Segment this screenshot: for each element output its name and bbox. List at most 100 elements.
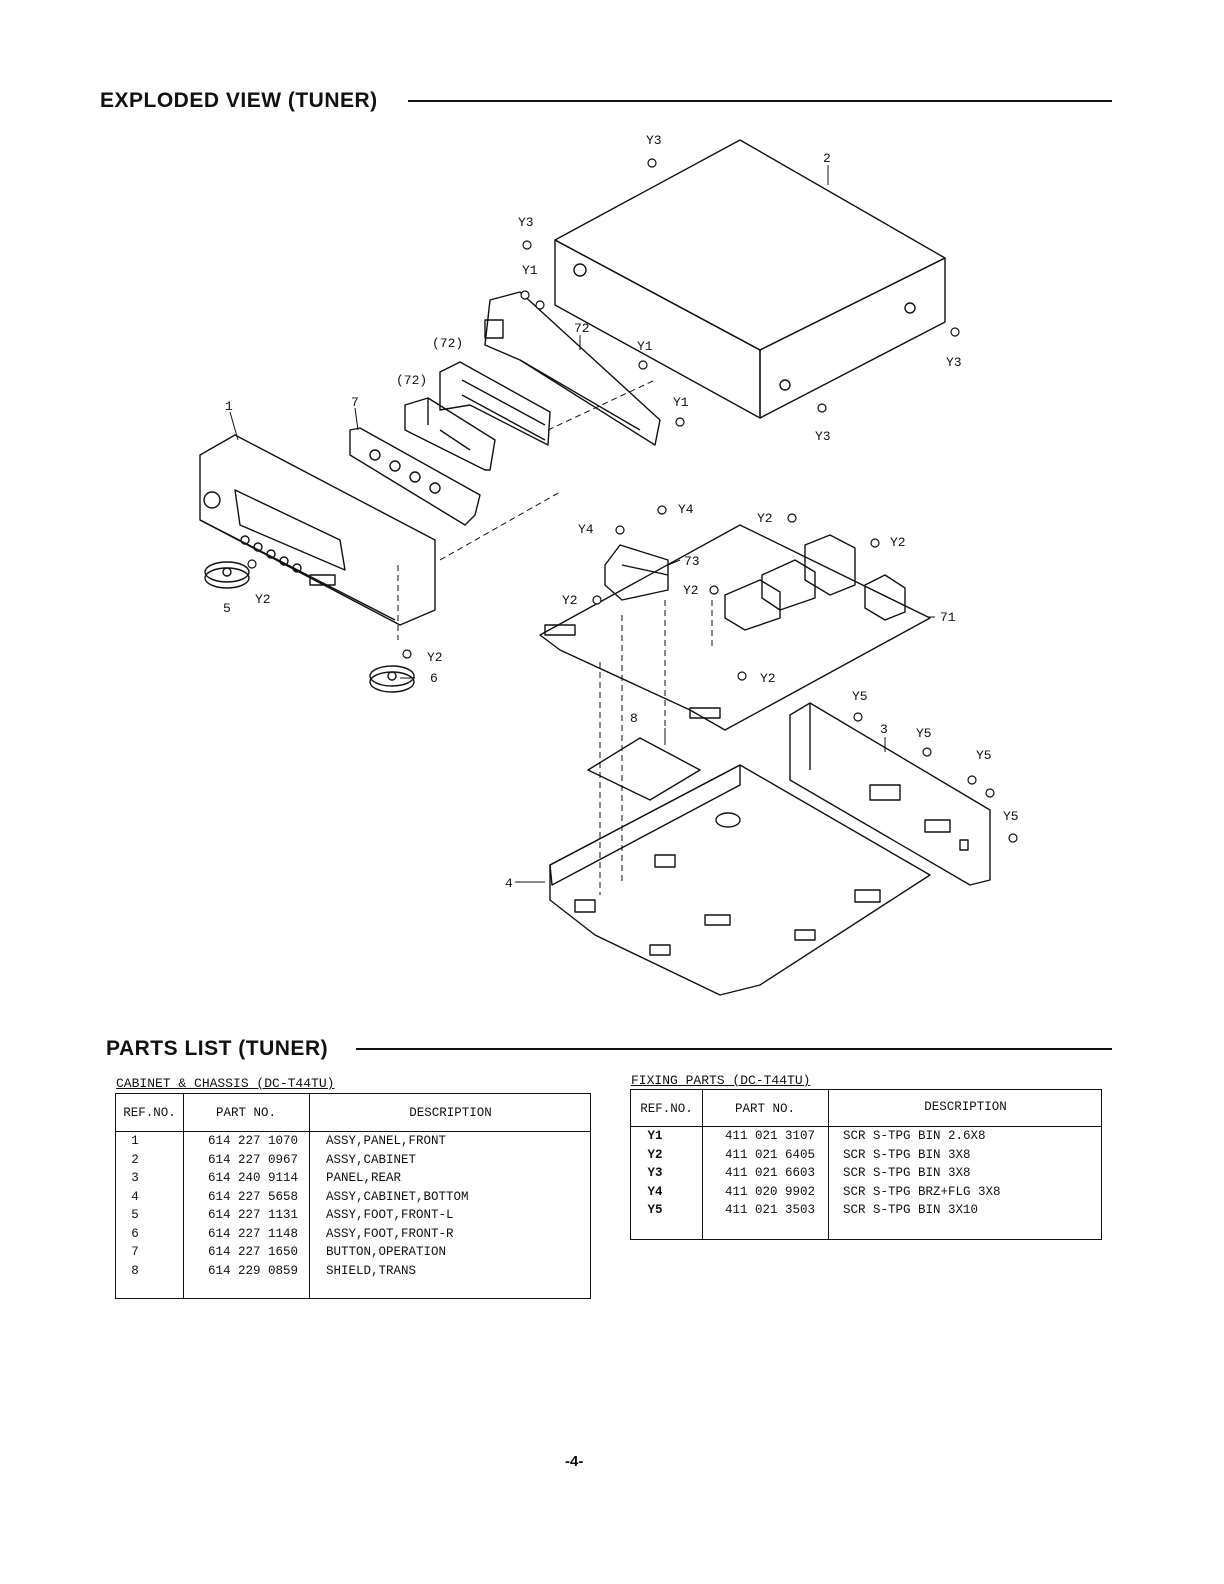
part-cell: 411 021 3503 <box>725 1203 816 1217</box>
callout-8: 8 <box>630 711 638 726</box>
front-panel-part <box>199 434 436 626</box>
desc-cell: SCR S-TPG BIN 3X10 <box>843 1203 979 1217</box>
display-frame-part <box>439 361 551 446</box>
fixing-header-desc: DESCRIPTION <box>924 1100 1007 1114</box>
callout-y2-d: Y2 <box>562 593 578 608</box>
ref-cell: Y2 <box>647 1147 663 1162</box>
cabinet-table: REF.NO. PART NO. DESCRIPTION 1 614 227 10… <box>115 1093 591 1299</box>
part-cell: 614 227 0967 <box>208 1152 299 1167</box>
part-cell: 411 021 3107 <box>725 1129 816 1143</box>
callout-1: 1 <box>225 399 233 414</box>
desc-cell: ASSY,CABINET,BOTTOM <box>326 1189 469 1204</box>
desc-cell: ASSY,FOOT,FRONT-R <box>326 1226 454 1241</box>
desc-cell: ASSY,PANEL,FRONT <box>326 1134 447 1148</box>
desc-cell: ASSY,CABINET <box>326 1152 417 1167</box>
button-operation-part <box>349 427 481 526</box>
callout-6: 6 <box>430 671 438 686</box>
transformer-part <box>604 544 669 601</box>
part-cell: 614 227 1070 <box>208 1134 299 1148</box>
ref-cell: Y1 <box>647 1129 663 1143</box>
part-cell: 614 227 1131 <box>208 1208 299 1222</box>
ref-cell: 6 <box>131 1226 139 1241</box>
callout-y2-b: Y2 <box>890 535 906 550</box>
exploded-view-title: EXPLODED VIEW (TUNER) <box>100 89 378 112</box>
fixing-table-caption: FIXING PARTS (DC-T44TU) <box>631 1073 811 1088</box>
callout-72-frame: (72) <box>432 336 463 351</box>
cabinet-header-ref: REF.NO. <box>123 1106 176 1120</box>
callout-72-lcd: (72) <box>396 373 427 388</box>
table-row: 7 614 227 1650 BUTTON,OPERATION <box>116 1245 590 1264</box>
callout-y1-mid: Y1 <box>637 339 653 354</box>
callout-y2-e: Y2 <box>760 671 776 686</box>
parts-list-title: PARTS LIST (TUNER) <box>106 1037 329 1060</box>
part-cell: 614 227 5658 <box>208 1189 299 1204</box>
ref-cell: 8 <box>131 1263 139 1278</box>
ref-cell: 5 <box>131 1208 139 1222</box>
callout-3: 3 <box>880 722 888 737</box>
desc-cell: SCR S-TPG BRZ+FLG 3X8 <box>843 1184 1001 1199</box>
title-rule <box>408 100 1112 102</box>
desc-cell: ASSY,FOOT,FRONT-L <box>326 1208 454 1222</box>
table-row: 3 614 240 9114 PANEL,REAR <box>116 1171 590 1190</box>
part-cell: 411 021 6603 <box>725 1166 816 1180</box>
table-row: 4 614 227 5658 ASSY,CABINET,BOTTOM <box>116 1190 590 1209</box>
callout-y2-f: Y2 <box>255 592 271 607</box>
fixing-table: REF.NO. PART NO. DESCRIPTION Y1 411 021 3… <box>630 1089 1102 1240</box>
part-cell: 614 240 9114 <box>208 1171 299 1185</box>
ref-cell: Y3 <box>647 1166 663 1180</box>
ref-cell: Y4 <box>647 1184 663 1199</box>
part-cell: 614 227 1148 <box>208 1226 299 1241</box>
callout-y3-bottom: Y3 <box>815 429 831 444</box>
table-row: Y1 411 021 3107 SCR S-TPG BIN 2.6X8 <box>631 1129 1101 1148</box>
ref-cell: 4 <box>131 1189 139 1204</box>
fixing-header-ref: REF.NO. <box>640 1102 693 1116</box>
callout-y5-d: Y5 <box>1003 809 1019 824</box>
callout-y3-left: Y3 <box>518 215 534 230</box>
part-cell: 614 227 1650 <box>208 1245 299 1259</box>
desc-cell: SCR S-TPG BIN 3X8 <box>843 1166 971 1180</box>
relay-part <box>724 559 816 631</box>
table-row: 2 614 227 0967 ASSY,CABINET <box>116 1153 590 1172</box>
lcd-part <box>404 397 496 471</box>
callout-y4-left: Y4 <box>578 522 594 537</box>
callout-5: 5 <box>223 601 231 616</box>
desc-cell: PANEL,REAR <box>326 1171 402 1185</box>
foot-left-part <box>204 561 250 589</box>
callout-y2-c: Y2 <box>683 583 699 598</box>
ref-cell: 3 <box>131 1171 139 1185</box>
terminal-part <box>804 534 906 621</box>
table-row: 1 614 227 1070 ASSY,PANEL,FRONT <box>116 1134 590 1153</box>
callout-4: 4 <box>505 876 513 891</box>
callout-y1-top: Y1 <box>522 263 538 278</box>
table-row: 5 614 227 1131 ASSY,FOOT,FRONT-L <box>116 1208 590 1227</box>
ref-cell: Y5 <box>647 1203 663 1217</box>
callout-y5-b: Y5 <box>916 726 932 741</box>
callout-y4-right: Y4 <box>678 502 694 517</box>
parts-rule <box>356 1048 1112 1050</box>
ref-cell: 7 <box>131 1245 139 1259</box>
fixing-header-part: PART NO. <box>734 1102 795 1116</box>
foot-right-part <box>369 665 415 693</box>
ref-cell: 2 <box>131 1152 139 1167</box>
cabinet-header-desc: DESCRIPTION <box>409 1106 492 1120</box>
exploded-view-diagram: 2 72 (72) (72) 1 7 73 71 8 3 4 5 6 Y3 Y3… <box>180 125 1040 1025</box>
cabinet-header-part: PART NO. <box>215 1106 276 1120</box>
table-row: Y3 411 021 6603 SCR S-TPG BIN 3X8 <box>631 1166 1101 1185</box>
callout-y1-right: Y1 <box>673 395 689 410</box>
callout-y2-g: Y2 <box>427 650 443 665</box>
callout-y3-right: Y3 <box>946 355 962 370</box>
table-row: 6 614 227 1148 ASSY,FOOT,FRONT-R <box>116 1227 590 1246</box>
cabinet-table-caption: CABINET & CHASSIS (DC-T44TU) <box>116 1076 335 1091</box>
desc-cell: BUTTON,OPERATION <box>326 1245 447 1259</box>
desc-cell: SCR S-TPG BIN 2.6X8 <box>843 1129 986 1143</box>
ref-cell: 1 <box>131 1134 139 1148</box>
desc-cell: SHIELD,TRANS <box>326 1263 417 1278</box>
rear-panel-part <box>789 702 991 886</box>
callout-y3-top: Y3 <box>646 133 662 148</box>
callout-72: 72 <box>574 321 590 336</box>
main-pcb-part <box>539 524 931 731</box>
cabinet-part <box>554 139 946 419</box>
